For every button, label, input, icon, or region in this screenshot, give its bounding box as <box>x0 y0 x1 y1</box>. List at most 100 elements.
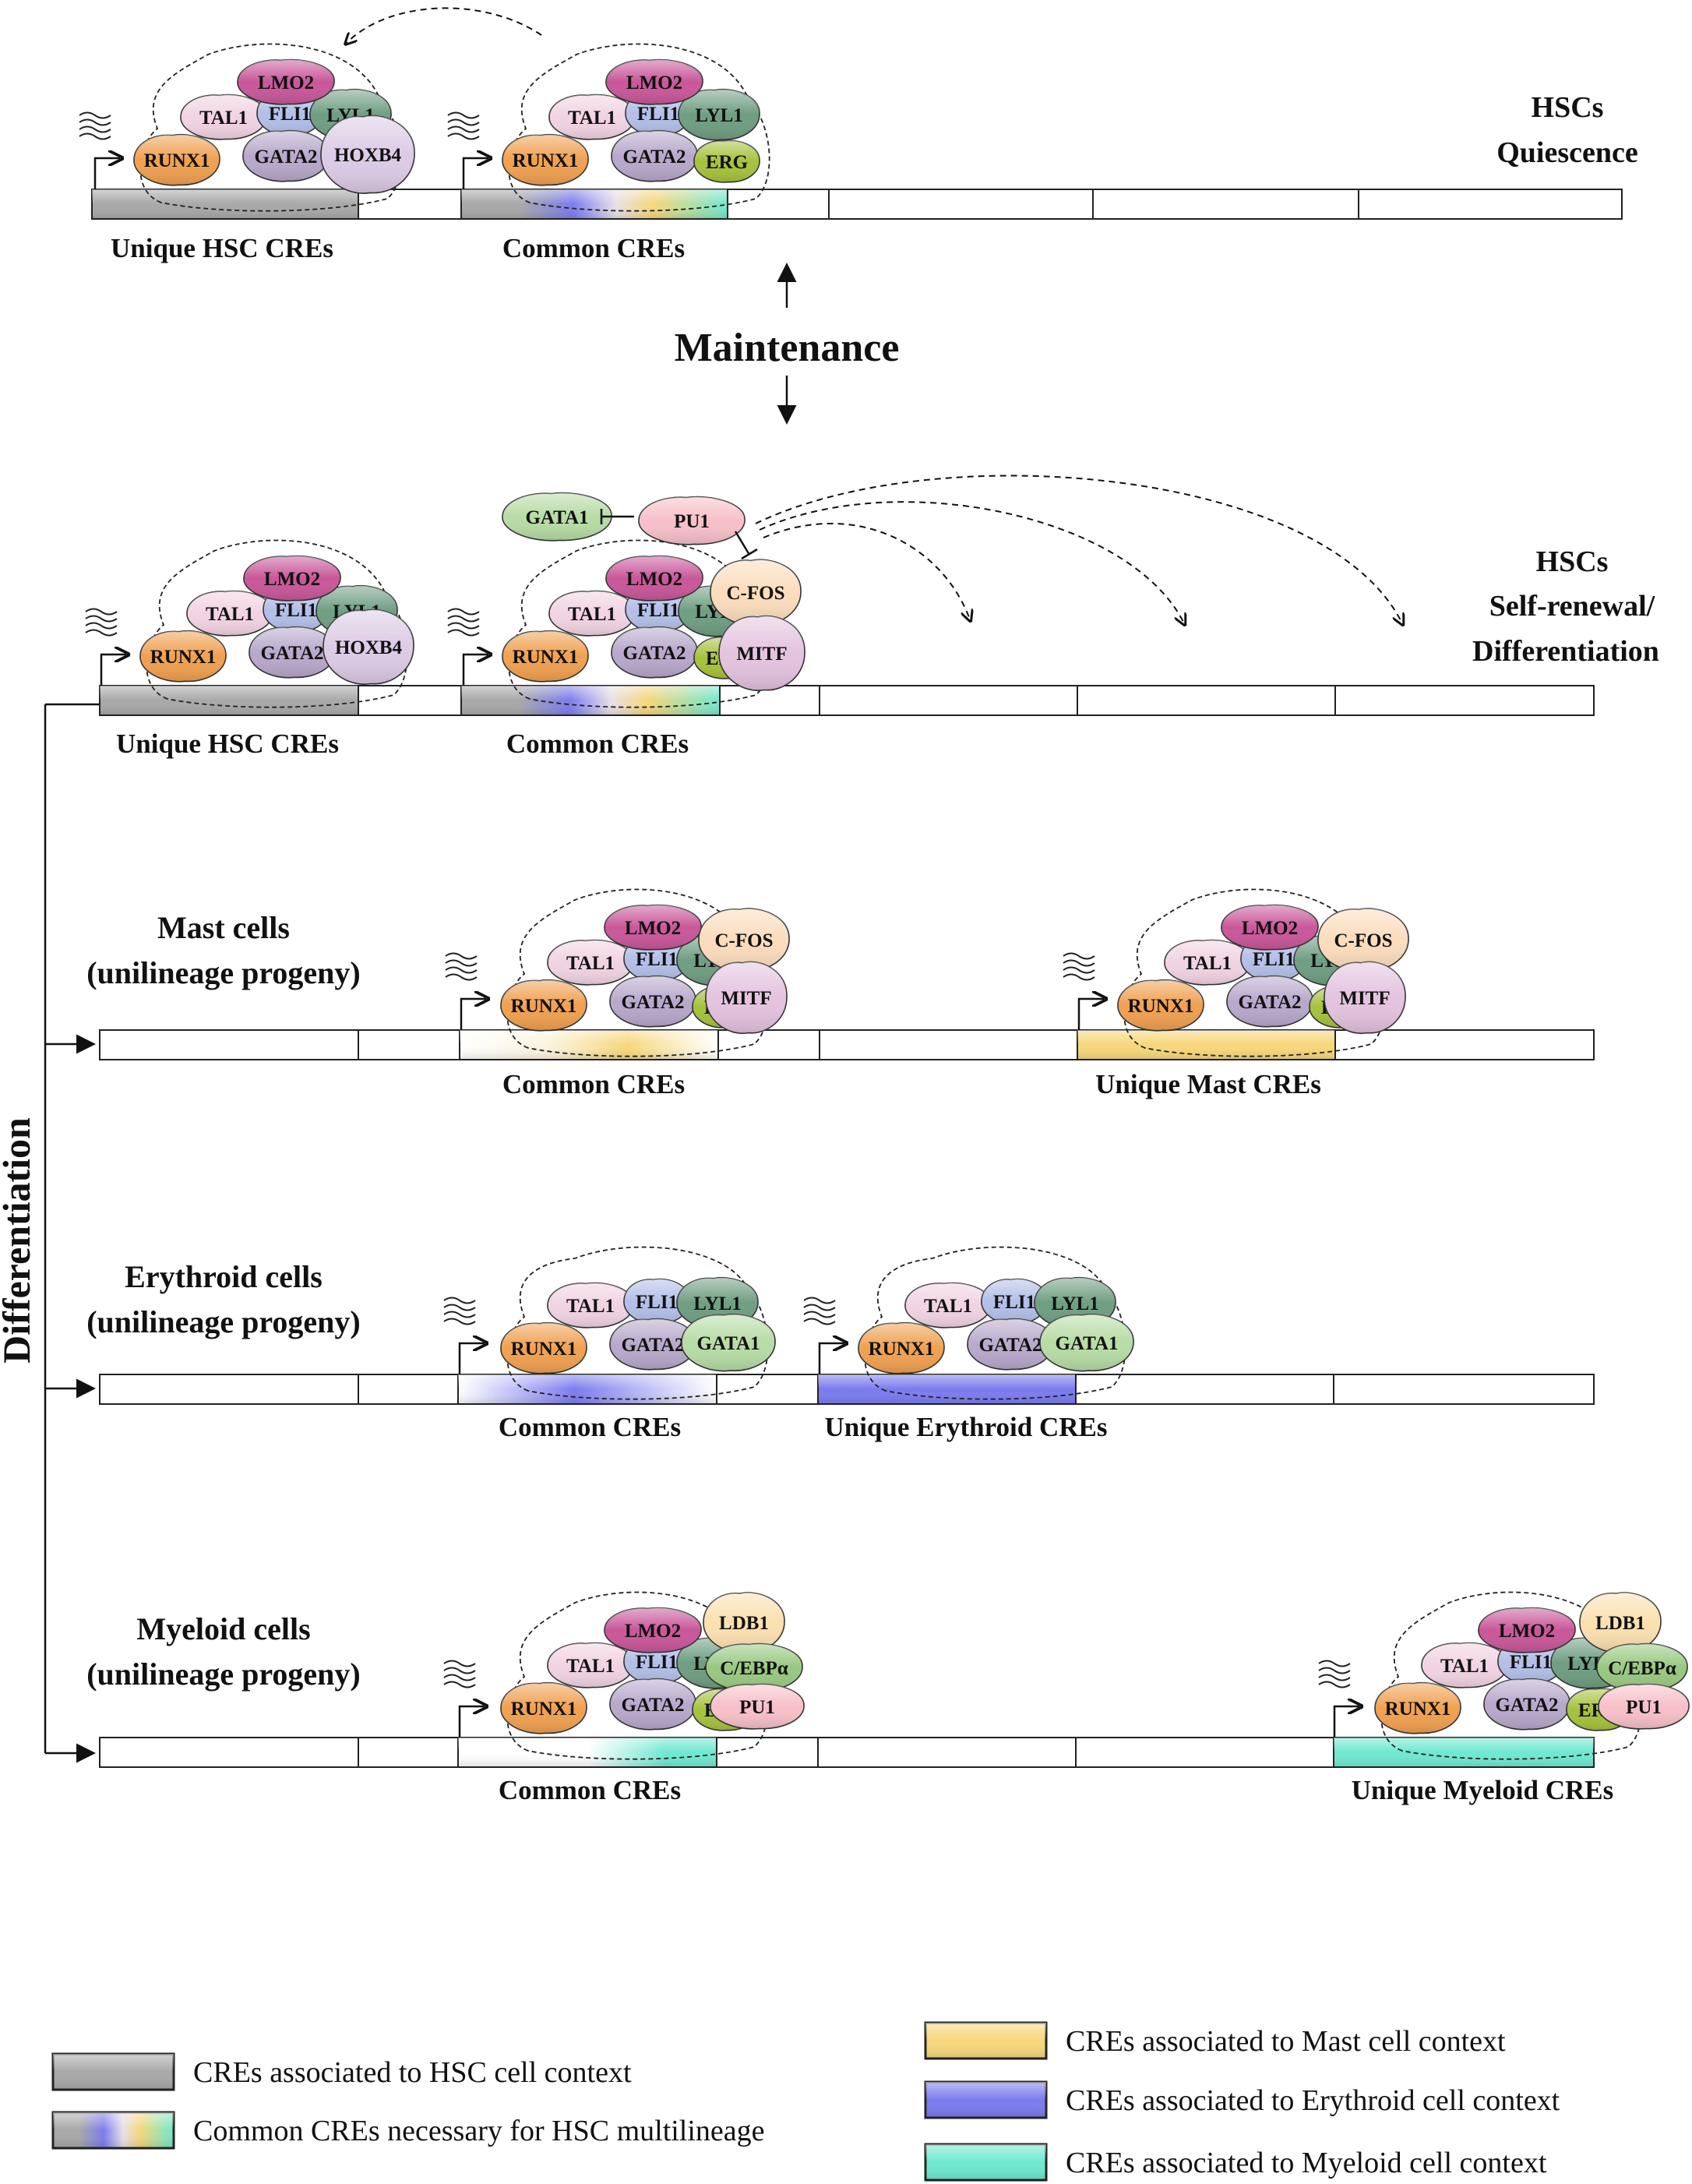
cfos-m2-label: C-FOS <box>1334 930 1393 951</box>
gata1-e2-factor: GATA1 <box>1039 1314 1134 1372</box>
mast-segment-2 <box>358 1029 460 1060</box>
pu1-y2-factor: PU1 <box>1598 1683 1690 1730</box>
erythroid-segment-6 <box>1075 1374 1334 1405</box>
state-quiescence: Quiescence <box>1496 136 1638 169</box>
erythroid-segment-4 <box>716 1374 819 1405</box>
label-common-cres-2: Common CREs <box>506 729 689 759</box>
mast-segment-5 <box>819 1029 1078 1060</box>
transcription-start-q1 <box>79 111 120 189</box>
title-mast-unilineage: (unilineage progeny) <box>86 955 361 990</box>
gata1-e1-factor: GATA1 <box>681 1314 776 1372</box>
differentiation-bracket <box>44 703 100 1763</box>
myeloid-segment-2 <box>358 1737 459 1768</box>
mitf-s-factor: MITF <box>718 615 805 691</box>
mitf-s-label: MITF <box>736 644 787 665</box>
tal1-label: TAL1 <box>566 1656 615 1677</box>
erg-label: ERG <box>706 152 748 173</box>
mast-segment-4 <box>717 1029 820 1060</box>
runx1-factor: RUNX1 <box>139 630 227 683</box>
gata2-label: GATA2 <box>260 643 323 664</box>
mitf-m1-label: MITF <box>721 988 771 1009</box>
myeloid-segment-1 <box>99 1737 359 1768</box>
gata1-e2-label: GATA1 <box>1055 1333 1118 1354</box>
self-renewal-segment-5 <box>819 685 1078 716</box>
transcription-start-m1 <box>445 952 486 1030</box>
lmo2-label: LMO2 <box>258 72 314 93</box>
tal1-factor: TAL1 <box>547 1642 634 1688</box>
pu1-inhibit-mark <box>734 531 758 560</box>
gata2-label: GATA2 <box>1495 1695 1558 1716</box>
runx1-label: RUNX1 <box>511 996 577 1017</box>
influence-arrow-3 <box>755 475 1402 623</box>
label-unique-erythroid-cres: Unique Erythroid CREs <box>824 1412 1107 1442</box>
legend-swatch-erythroid <box>924 2080 1048 2119</box>
ldb1-y1-factor: LDB1 <box>703 1592 785 1653</box>
lmo2-label: LMO2 <box>1242 918 1298 939</box>
mast-segment-7 <box>1334 1029 1595 1060</box>
gata2-label: GATA2 <box>1238 992 1301 1013</box>
title-erythroid-unilineage: (unilineage progeny) <box>86 1304 361 1339</box>
gata1-s-label: GATA1 <box>525 507 588 528</box>
self-renewal-segment-2 <box>358 685 462 716</box>
lmo2-label: LMO2 <box>625 1621 681 1642</box>
tal1-factor: TAL1 <box>547 1282 634 1328</box>
cebpa-y1-factor: C/EBPα <box>705 1642 803 1692</box>
gata2-factor: GATA2 <box>611 626 698 679</box>
runx1-factor: RUNX1 <box>502 630 589 683</box>
quiescence-segment-7 <box>1358 189 1623 220</box>
pu1-y2-label: PU1 <box>1626 1697 1662 1718</box>
transcription-start-e1 <box>443 1297 485 1374</box>
pu1-s-factor: PU1 <box>638 496 746 545</box>
dna-track-myeloid <box>99 1737 1595 1768</box>
lmo2-label: LMO2 <box>625 918 681 939</box>
transcription-start-m2 <box>1063 952 1104 1030</box>
cfos-m1-factor: C-FOS <box>698 908 790 972</box>
tal1-label: TAL1 <box>924 1296 972 1317</box>
fli1-label: FLI1 <box>269 104 311 125</box>
myeloid-segment-4 <box>716 1737 819 1768</box>
lyl1-factor: LYL1 <box>678 89 760 141</box>
gata2-factor: GATA2 <box>611 130 698 182</box>
mast-segment-1 <box>99 1029 359 1060</box>
label-common-cres-mast: Common CREs <box>502 1069 685 1099</box>
transcription-start-q2 <box>447 111 488 189</box>
myeloid-segment-5 <box>817 1737 1077 1768</box>
lmo2-label: LMO2 <box>626 569 682 590</box>
erythroid-segment-7 <box>1333 1374 1595 1405</box>
gata2-label: GATA2 <box>621 992 684 1013</box>
dna-track-self-renewal <box>99 685 1595 716</box>
cfos-m1-label: C-FOS <box>715 930 774 951</box>
legend-swatch-common <box>51 2111 175 2150</box>
fli1-label: FLI1 <box>636 1652 678 1673</box>
tal1-label: TAL1 <box>1183 953 1232 974</box>
gata2-label: GATA2 <box>621 1695 684 1716</box>
tal1-label: TAL1 <box>199 108 248 129</box>
label-unique-hsc-cres-1: Unique HSC CREs <box>111 233 333 263</box>
cebpa-y2-label: C/EBPα <box>1608 1658 1676 1679</box>
pu1-y1-label: PU1 <box>739 1697 775 1718</box>
gata2-label: GATA2 <box>622 146 686 168</box>
runx1-factor: RUNX1 <box>1117 979 1204 1032</box>
mitf-m1-factor: MITF <box>705 961 788 1035</box>
tal1-label: TAL1 <box>568 604 616 625</box>
legend-swatch-mast <box>924 2021 1048 2060</box>
legend-text-myeloid: CREs associated to Myeloid cell context <box>1066 2147 1547 2179</box>
legend-text-common: Common CREs necessary for HSC multilinea… <box>193 2115 765 2147</box>
cebpa-y1-label: C/EBPα <box>720 1658 788 1679</box>
fli1-label: FLI1 <box>636 1292 678 1313</box>
transcription-start-e2 <box>803 1297 844 1374</box>
legend-text-mast: CREs associated to Mast cell context <box>1066 2025 1506 2058</box>
lmo2-label: LMO2 <box>264 569 320 590</box>
title-myeloid-cells: Myeloid cells <box>136 1611 310 1646</box>
fli1-label: FLI1 <box>637 600 679 621</box>
cfos-m2-factor: C-FOS <box>1317 908 1409 972</box>
hoxb4-s-factor: HOXB4 <box>323 609 414 685</box>
pu1-s-label: PU1 <box>674 511 710 532</box>
fli1-label: FLI1 <box>1253 949 1295 970</box>
transcription-start-s1 <box>85 608 126 686</box>
influence-arrow-2 <box>759 501 1184 623</box>
pu1-y1-factor: PU1 <box>710 1683 805 1730</box>
gata1-inhibits-pu1 <box>600 509 634 524</box>
